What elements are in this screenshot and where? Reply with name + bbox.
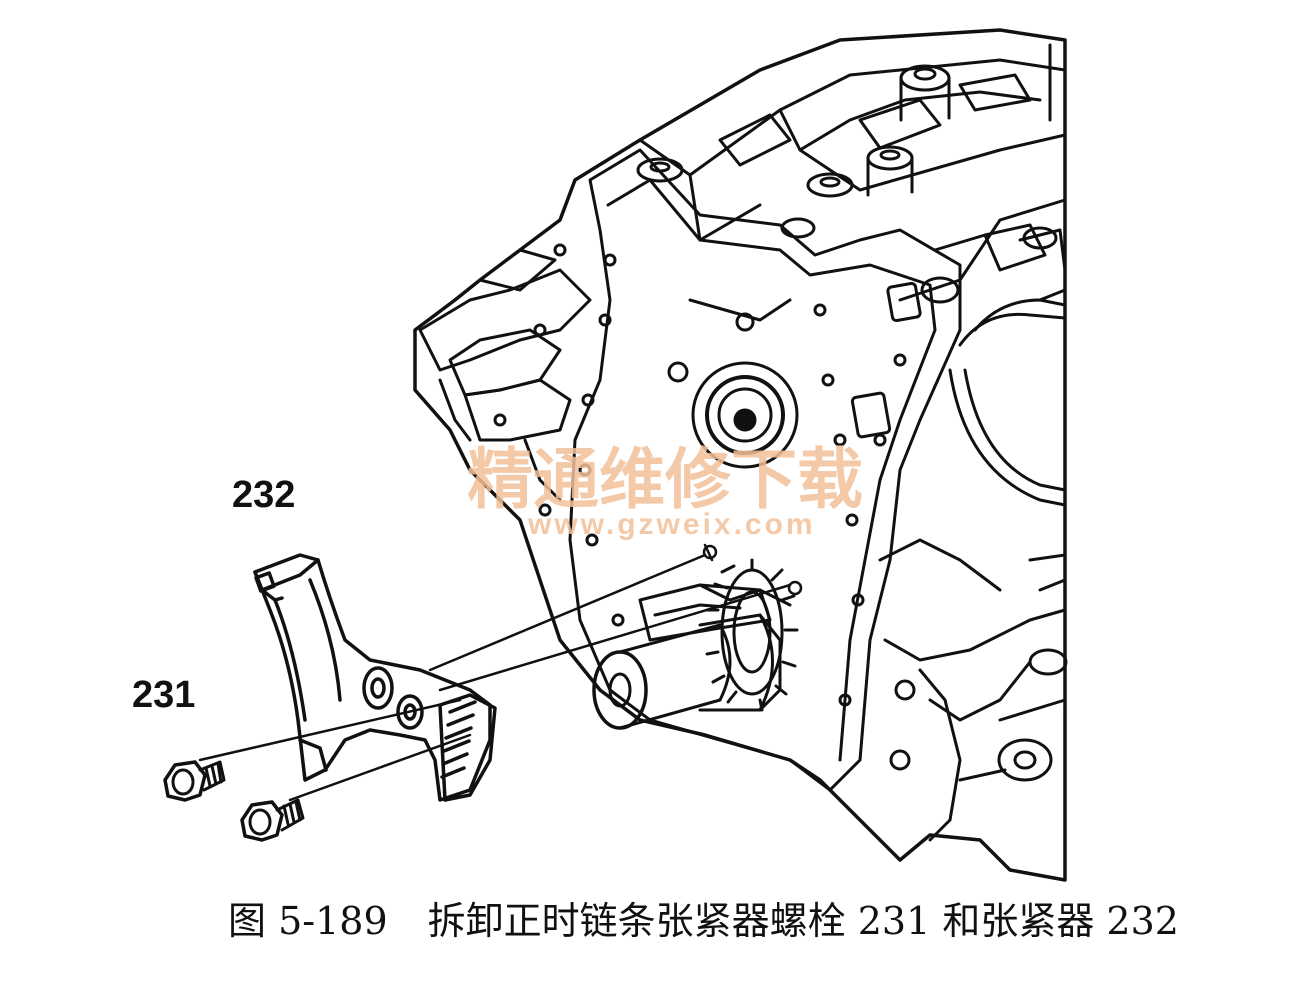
- right-bore: [933, 223, 1067, 507]
- tensioner-shoe-232: [253, 553, 497, 802]
- assembly-lines: [198, 543, 803, 802]
- caption-text: 拆卸正时链条张紧器螺栓 231 和张紧器 232: [427, 899, 1179, 943]
- lower-block: [878, 538, 1068, 842]
- watermark-url: www.gzweix.com: [528, 508, 816, 541]
- watermark-text: 精通维修下载: [467, 440, 863, 518]
- figure-number: 图 5-189: [228, 899, 388, 943]
- bolt-231-lower: [240, 798, 305, 842]
- timing-face: [493, 148, 962, 792]
- left-bank: [418, 248, 592, 502]
- bolt-231-upper: [163, 760, 226, 802]
- callout-232: 232: [232, 474, 296, 516]
- tensioner-body: [592, 583, 782, 730]
- figure-caption: 图 5-189 拆卸正时链条张紧器螺栓 231 和张紧器 232: [228, 902, 1179, 940]
- cam-sprocket: [698, 558, 799, 712]
- callout-231: 231: [132, 674, 196, 716]
